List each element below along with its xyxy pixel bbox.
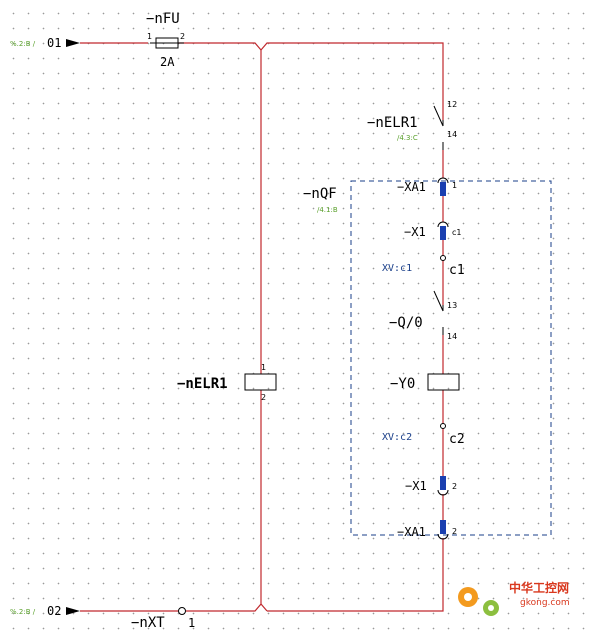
terminal-block-icon bbox=[440, 476, 446, 490]
terminal-block-icon bbox=[440, 520, 446, 534]
xa1-top-pin: 1 bbox=[452, 181, 457, 190]
switch-contact-icon bbox=[433, 290, 444, 312]
contact-tag: −nELR1 bbox=[367, 115, 418, 131]
xv-c2-label: c2 bbox=[449, 432, 465, 447]
watermark-brand: 中华工控网 bbox=[509, 580, 569, 595]
xv-c2-tag: XV:c2 bbox=[382, 432, 412, 443]
terminal-xa1-bottom[interactable]: −XA1 2 bbox=[397, 520, 457, 540]
fuse-nfu[interactable]: −nFU 1 2 2A bbox=[146, 11, 185, 69]
plug-connector-icon bbox=[437, 177, 449, 184]
fuse-rating: 2A bbox=[160, 55, 175, 69]
plug-connector-icon bbox=[437, 489, 449, 496]
xa1-bottom-tag: −XA1 bbox=[397, 525, 426, 539]
x1-bottom-pin: 2 bbox=[452, 482, 457, 491]
terminal-x1-bottom[interactable]: −X1 2 bbox=[405, 476, 457, 496]
input-top: %.2:B / 01 bbox=[10, 36, 80, 50]
breaker-ref: /4.1:B bbox=[317, 206, 338, 214]
wire-junction-bottom bbox=[260, 603, 268, 612]
arrow-right-icon bbox=[66, 39, 80, 47]
terminal-block-icon bbox=[440, 182, 446, 196]
coil-icon bbox=[427, 373, 460, 391]
plug-connector-icon bbox=[437, 221, 449, 228]
plug-connector-icon bbox=[437, 533, 449, 540]
fuse-tag: −nFU bbox=[146, 11, 180, 27]
relay-coil-pin-top: 1 bbox=[261, 363, 266, 372]
connection-dot-icon bbox=[440, 423, 446, 429]
connection-point-c2[interactable]: XV:c2 c2 bbox=[382, 423, 465, 448]
switch-q0[interactable]: 13 14 −Q/0 bbox=[389, 290, 457, 341]
input-bottom-ref: %.2:B / bbox=[10, 608, 36, 616]
wires bbox=[80, 42, 444, 612]
breaker-tag: −nQF bbox=[303, 186, 337, 202]
terminal-circle-icon bbox=[178, 607, 186, 615]
y0-tag: −Y0 bbox=[390, 376, 415, 392]
q0-tag: −Q/0 bbox=[389, 315, 423, 331]
input-top-ref: %.2:B / bbox=[10, 40, 36, 48]
relay-coil-pin-bottom: 2 bbox=[261, 393, 266, 402]
fuse-pin1: 1 bbox=[147, 32, 152, 41]
fuse-pin2: 2 bbox=[180, 32, 185, 41]
wire-coil-bottom bbox=[186, 390, 262, 612]
terminal-xa1-top[interactable]: −XA1 1 bbox=[397, 177, 457, 196]
wire-xa1-to-return bbox=[267, 538, 444, 612]
relay-coil-icon bbox=[244, 373, 277, 391]
contact-switch-icon bbox=[433, 105, 444, 127]
input-bottom: %.2:B / 02 bbox=[10, 604, 80, 618]
q0-pin-bottom: 14 bbox=[447, 332, 457, 341]
xv-c1-label: c1 bbox=[449, 263, 465, 278]
watermark-url: gkong.com bbox=[520, 598, 570, 608]
connection-dot-icon bbox=[440, 255, 446, 261]
contact-pin-bottom: 14 bbox=[447, 130, 457, 139]
x1-top-tag: −X1 bbox=[404, 225, 426, 239]
breaker-nqf[interactable]: −nQF /4.1:B bbox=[303, 180, 552, 536]
terminal-block-icon bbox=[440, 226, 446, 240]
xa1-top-tag: −XA1 bbox=[397, 180, 426, 194]
coil-y0[interactable]: −Y0 bbox=[390, 373, 460, 392]
xv-c1-tag: XV:c1 bbox=[382, 263, 412, 274]
nxt-tag: −nXT bbox=[131, 615, 165, 631]
arrow-right-icon bbox=[66, 607, 80, 615]
x1-bottom-tag: −X1 bbox=[405, 479, 427, 493]
terminal-x1-top[interactable]: −X1 c1 bbox=[404, 221, 462, 240]
xa1-bottom-pin: 2 bbox=[452, 527, 457, 536]
relay-coil-nelr1[interactable]: −nELR1 1 2 bbox=[177, 363, 277, 402]
connection-point-c1[interactable]: XV:c1 c1 bbox=[382, 255, 465, 279]
gear-icon bbox=[458, 587, 499, 616]
input-bottom-signal: 02 bbox=[47, 604, 61, 618]
q0-pin-top: 13 bbox=[447, 301, 457, 310]
contact-pin-top: 12 bbox=[447, 100, 457, 109]
relay-coil-tag: −nELR1 bbox=[177, 376, 228, 392]
nxt-pin: 1 bbox=[188, 616, 195, 630]
contact-ref: /4.3:C bbox=[397, 134, 418, 142]
watermark: 中华工控网 gkong.com bbox=[458, 580, 570, 616]
wire-fuse-to-contact bbox=[178, 42, 444, 120]
relay-contact-nelr1[interactable]: 12 14 −nELR1 /4.3:C bbox=[367, 100, 457, 150]
breaker-frame bbox=[350, 180, 552, 536]
x1-top-pin: c1 bbox=[452, 228, 462, 237]
terminal-nxt[interactable]: −nXT 1 bbox=[131, 607, 195, 632]
input-top-signal: 01 bbox=[47, 36, 61, 50]
